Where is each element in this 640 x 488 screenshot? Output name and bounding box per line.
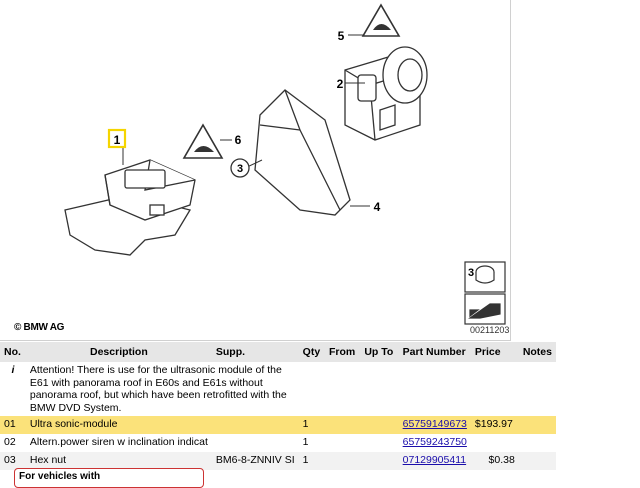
row-no: 02 [0,434,26,452]
col-header-price: Price [470,342,519,362]
callout-1[interactable]: 1 [114,133,121,147]
row-description: Ultra sonic-module [25,416,212,434]
row-supp [211,416,299,434]
row-notes [518,416,556,434]
callout-3-hex-nut[interactable]: 3 [468,267,474,279]
row-upto [360,416,399,434]
table-row[interactable]: 03 Hex nut BM6-8-ZNNIV SI 1 07129905411 … [0,452,556,470]
table-row[interactable]: 01 Ultra sonic-module 1 65759149673 $193… [0,416,556,434]
row-upto [360,452,399,470]
row-from [325,452,361,470]
diagram-number: 00211203 [470,325,510,335]
row-part-number: 07129905411 [398,452,471,470]
row-from [325,434,361,452]
col-header-qty: Qty [298,342,326,362]
callout-5[interactable]: 5 [338,29,345,43]
table-row[interactable]: 02 Altern.power siren w inclination indi… [0,434,556,452]
row-notes [518,434,556,452]
copyright-label: © BMW AG [14,322,65,333]
callout-4[interactable]: 4 [374,200,381,214]
part-siren-drawing [344,46,428,141]
row-upto [360,434,399,452]
row-supp: BM6-8-ZNNIV SI [211,452,299,470]
callout-3[interactable]: 3 [237,163,243,175]
callout-3-circle [230,158,250,178]
part-ultrasonic-module-drawing [64,159,196,256]
col-header-supp: Supp. [211,342,299,362]
exploded-view-drawing: 1 2 3 4 5 6 3 [64,3,506,325]
col-header-notes: Notes [518,342,556,362]
row-price: $193.97 [470,416,519,434]
row-no: 01 [0,416,26,434]
col-header-upto: Up To [360,342,399,362]
vehicle-note-box: For vehicles with [14,468,204,488]
row-description: Altern.power siren w inclination indicat [25,434,212,452]
info-text: Attention! There is use for the ultrason… [25,362,299,416]
info-icon: i [0,362,26,416]
hand-warning-icon [182,123,224,159]
info-row: i Attention! There is use for the ultras… [0,362,556,416]
hand-warning-icon [361,3,401,37]
row-qty: 1 [298,452,326,470]
row-part-number: 65759243750 [398,434,471,452]
callout-6[interactable]: 6 [235,133,242,147]
part-number-link[interactable]: 65759149673 [402,418,467,430]
row-notes [518,452,556,470]
row-qty: 1 [298,416,326,434]
col-header-no: No. [0,342,26,362]
row-price: $0.38 [470,452,519,470]
part-number-link[interactable]: 07129905411 [402,454,467,466]
row-qty: 1 [298,434,326,452]
col-header-from: From [325,342,361,362]
info-row-filler [298,362,556,416]
row-from [325,416,361,434]
part-number-link[interactable]: 65759243750 [402,436,467,448]
part-cover-drawing [254,89,351,216]
row-price [470,434,519,452]
row-no: 03 [0,452,26,470]
callout-2[interactable]: 2 [337,77,344,91]
parts-table: No. Description Supp. Qty From Up To Par… [0,342,556,470]
callout-1-highlight [107,128,127,149]
row-supp [211,434,299,452]
table-header-row: No. Description Supp. Qty From Up To Par… [0,342,556,362]
row-description: Hex nut [25,452,212,470]
col-header-part-number: Part Number [398,342,471,362]
parts-diagram: 1 2 3 4 5 6 3 © BMW AG 00211203 [0,0,511,341]
col-header-description: Description [25,342,212,362]
hex-nut-drawing [464,261,506,325]
row-part-number: 65759149673 [398,416,471,434]
